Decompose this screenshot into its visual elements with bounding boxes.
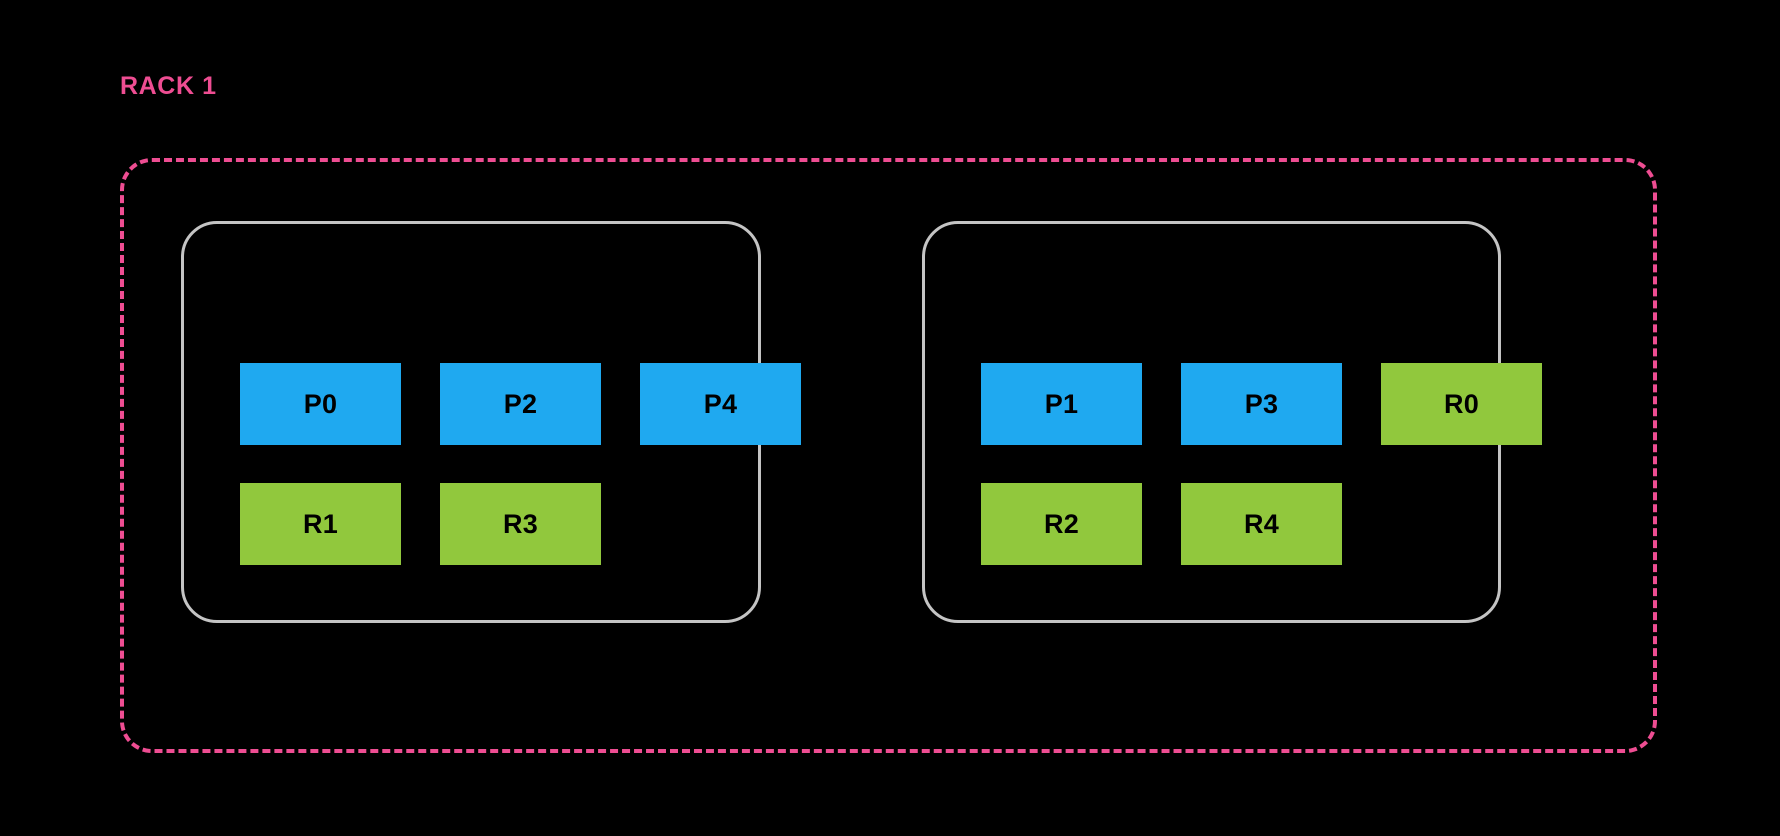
rack-title: RACK 1: [120, 72, 217, 100]
shard-p2[interactable]: P2: [440, 363, 601, 445]
shard-p3[interactable]: P3: [1181, 363, 1342, 445]
shard-r2[interactable]: R2: [981, 483, 1142, 565]
rack-boundary: [120, 158, 1657, 753]
shard-p1[interactable]: P1: [981, 363, 1142, 445]
shard-r4[interactable]: R4: [1181, 483, 1342, 565]
shard-r1[interactable]: R1: [240, 483, 401, 565]
shard-r0[interactable]: R0: [1381, 363, 1542, 445]
shard-r3[interactable]: R3: [440, 483, 601, 565]
shard-p0[interactable]: P0: [240, 363, 401, 445]
shard-p4[interactable]: P4: [640, 363, 801, 445]
